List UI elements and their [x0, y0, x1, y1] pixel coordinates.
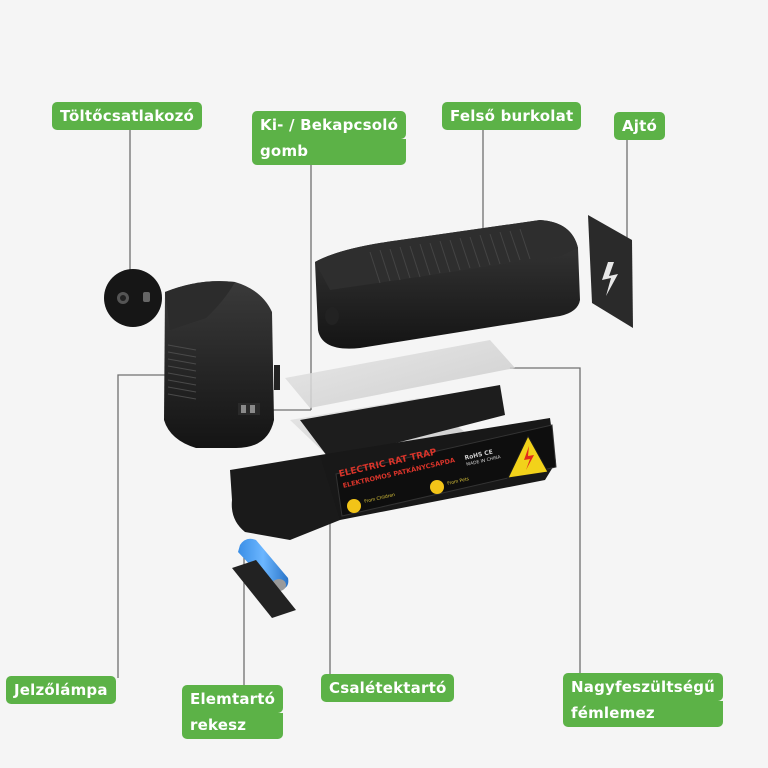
- charging-port-detail-icon: [104, 269, 162, 327]
- label-hv-plate-line1: Nagyfeszültségű: [563, 673, 724, 701]
- label-door: Ajtó: [614, 112, 666, 140]
- lightning-bolt-icon: [602, 262, 618, 296]
- label-battery-compartment: Elemtartó rekesz: [182, 685, 284, 739]
- door-panel: [588, 215, 633, 328]
- no-children-icon: [347, 499, 361, 513]
- label-battery-compartment-line1: Elemtartó: [182, 685, 284, 713]
- label-top-cover: Felső burkolat: [442, 102, 582, 130]
- label-charging-port: Töltőcsatlakozó: [52, 102, 203, 130]
- label-power-switch-line2: gomb: [252, 139, 407, 165]
- base-body: [230, 385, 557, 540]
- top-cover: [315, 220, 580, 349]
- label-hv-plate-line2: fémlemez: [563, 701, 724, 727]
- label-power-switch: Ki- / Bekapcsoló gomb: [252, 111, 407, 165]
- label-hv-plate: Nagyfeszültségű fémlemez: [563, 673, 724, 727]
- high-voltage-warning-icon: [507, 434, 549, 479]
- label-power-switch-line1: Ki- / Bekapcsoló: [252, 111, 407, 139]
- battery-cover-plate: [232, 560, 296, 618]
- front-end-cap: [164, 281, 280, 448]
- no-pets-icon: [430, 480, 444, 494]
- label-battery-compartment-line2: rekesz: [182, 713, 284, 739]
- label-bait-holder: Csalétektartó: [321, 674, 455, 702]
- label-indicator-light: Jelzőlámpa: [6, 676, 116, 704]
